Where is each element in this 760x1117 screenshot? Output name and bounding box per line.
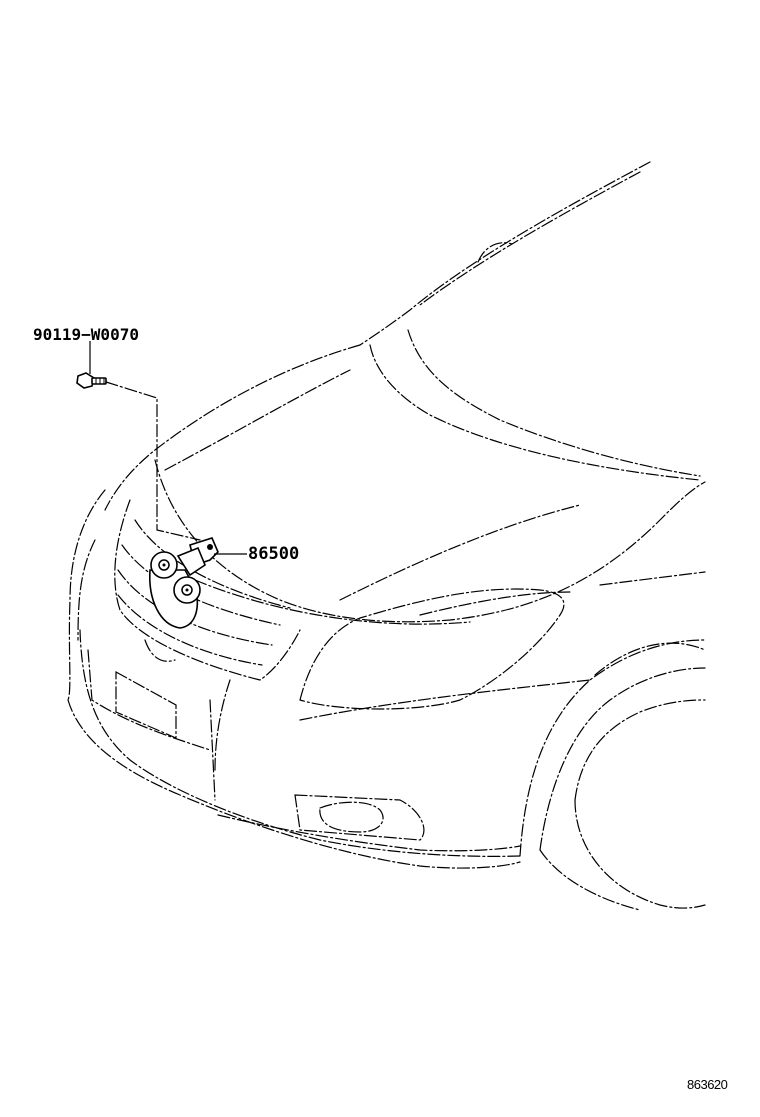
bumper-outline — [67, 489, 521, 869]
fog-lamp-outline — [294, 794, 425, 841]
bolt-mounting-line — [105, 381, 201, 541]
grille-outline — [114, 499, 301, 681]
wheel-arch-outline — [299, 571, 706, 911]
hood-outline — [104, 329, 706, 625]
leader-lines — [89, 341, 247, 555]
horn-icon — [149, 537, 219, 629]
bolt-icon — [76, 372, 107, 389]
bolt-part-number: 90119−W0070 — [33, 325, 139, 344]
figure-number: 863620 — [687, 1077, 728, 1092]
windshield-outline — [359, 161, 651, 346]
horn-part-number: 86500 — [248, 544, 300, 564]
headlamp-outline — [299, 504, 581, 710]
